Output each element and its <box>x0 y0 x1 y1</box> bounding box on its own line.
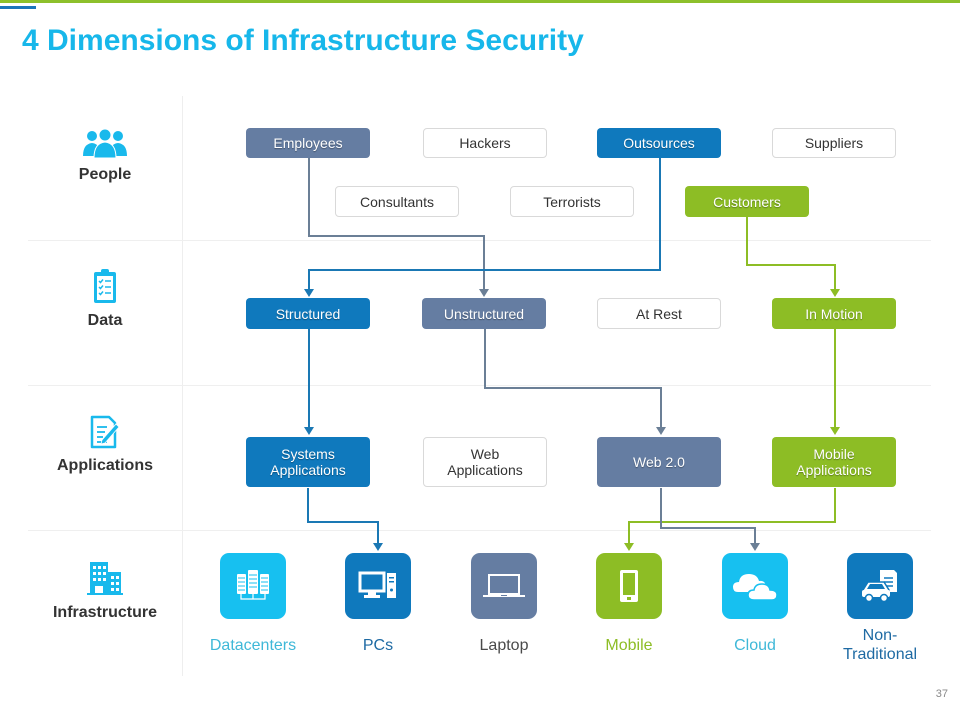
infra-label-mobile: Mobile <box>605 637 653 654</box>
node-label: Web 2.0 <box>633 454 685 470</box>
infra-label-cloud: Cloud <box>734 637 776 654</box>
connector-web20-cloud <box>660 488 756 545</box>
node-suppliers[interactable]: Suppliers <box>772 128 896 158</box>
node-label: Terrorists <box>543 193 601 210</box>
arrowhead <box>304 289 314 297</box>
node-label: Structured <box>275 305 341 322</box>
laptop-icon <box>483 574 525 597</box>
node-hackers[interactable]: Hackers <box>423 128 547 158</box>
buildings-icon <box>87 562 123 595</box>
cloud-icon <box>733 574 778 601</box>
tile-cloud[interactable] <box>722 553 788 619</box>
node-label: Customers <box>713 193 781 210</box>
node-systems-applications[interactable]: Systems Applications <box>246 437 370 487</box>
page-title: 4 Dimensions of Infrastructure Security <box>22 24 584 57</box>
node-in-motion[interactable]: In Motion <box>772 298 896 329</box>
connector-outsources-structured <box>308 158 661 290</box>
arrowhead <box>750 543 760 551</box>
node-label-line2: Applications <box>447 462 523 478</box>
node-employees[interactable]: Employees <box>246 128 370 158</box>
node-label: Unstructured <box>443 305 525 322</box>
infra-label-line2: Traditional <box>842 646 918 663</box>
tile-mobile[interactable] <box>596 553 662 619</box>
tile-non-traditional[interactable] <box>847 553 913 619</box>
node-label: Consultants <box>360 193 434 210</box>
tile-datacenters[interactable] <box>220 553 286 619</box>
node-outsources[interactable]: Outsources <box>597 128 721 158</box>
row-divider <box>28 530 931 531</box>
infra-label-pcs: PCs <box>362 637 394 654</box>
row-divider <box>28 385 931 386</box>
row-divider <box>28 240 931 241</box>
node-label-line2: Applications <box>270 462 346 478</box>
connector-systems-pcs <box>307 488 379 545</box>
node-mobile-applications[interactable]: Mobile Applications <box>772 437 896 487</box>
node-consultants[interactable]: Consultants <box>335 186 459 217</box>
connector-unstructured-web20 <box>484 329 662 428</box>
node-terrorists[interactable]: Terrorists <box>510 186 634 217</box>
dimension-label: Applications <box>56 457 153 474</box>
page-number: 37 <box>935 688 948 700</box>
column-divider <box>182 96 183 676</box>
connector-customers-inmotion <box>746 217 836 290</box>
arrowhead <box>656 427 666 435</box>
connector-mobileapps-mobile <box>628 488 836 545</box>
node-at-rest[interactable]: At Rest <box>597 298 721 329</box>
vehicle-document-icon <box>862 570 897 603</box>
arrowhead <box>624 543 634 551</box>
dimension-applications: Applications <box>28 415 182 475</box>
node-label-line1: Web <box>470 446 500 462</box>
node-customers[interactable]: Customers <box>685 186 809 217</box>
node-label: Employees <box>273 135 343 151</box>
server-racks-icon <box>237 570 269 600</box>
node-label: Hackers <box>459 135 511 151</box>
node-web-2-0[interactable]: Web 2.0 <box>597 437 721 487</box>
infra-label-non-traditional: Non- Traditional <box>820 626 940 664</box>
node-label: At Rest <box>636 305 682 322</box>
arrowhead <box>373 543 383 551</box>
dimension-data: Data <box>28 268 182 330</box>
node-label-line2: Applications <box>796 462 872 478</box>
top-accent-mark <box>0 6 36 9</box>
document-edit-icon <box>90 415 120 449</box>
dimension-infrastructure: Infrastructure <box>28 560 182 622</box>
top-accent-bar <box>0 0 960 3</box>
node-label: Suppliers <box>804 135 864 151</box>
node-web-applications[interactable]: Web Applications <box>423 437 547 487</box>
dimension-people: People <box>28 128 182 184</box>
people-icon <box>83 128 127 158</box>
arrowhead <box>830 427 840 435</box>
node-label-line1: Systems <box>281 446 335 462</box>
node-label-line1: Mobile <box>813 446 855 462</box>
infra-label-line1: Non- <box>862 627 898 644</box>
clipboard-checklist-icon <box>94 269 116 303</box>
arrowhead <box>479 289 489 297</box>
infra-label-laptop: Laptop <box>479 637 529 654</box>
dimension-label: People <box>78 166 132 183</box>
node-unstructured[interactable]: Unstructured <box>422 298 546 329</box>
arrowhead <box>830 289 840 297</box>
smartphone-icon <box>620 570 638 602</box>
node-label: Outsources <box>623 135 695 151</box>
node-structured[interactable]: Structured <box>246 298 370 329</box>
arrowhead <box>304 427 314 435</box>
dimension-label: Data <box>87 312 123 329</box>
dimension-label: Infrastructure <box>52 604 158 621</box>
tile-pcs[interactable] <box>345 553 411 619</box>
connector-employees-unstructured <box>308 158 485 290</box>
infra-label-datacenters: Datacenters <box>209 637 297 654</box>
node-label: In Motion <box>805 305 863 322</box>
desktop-pc-icon <box>358 571 396 598</box>
tile-laptop[interactable] <box>471 553 537 619</box>
